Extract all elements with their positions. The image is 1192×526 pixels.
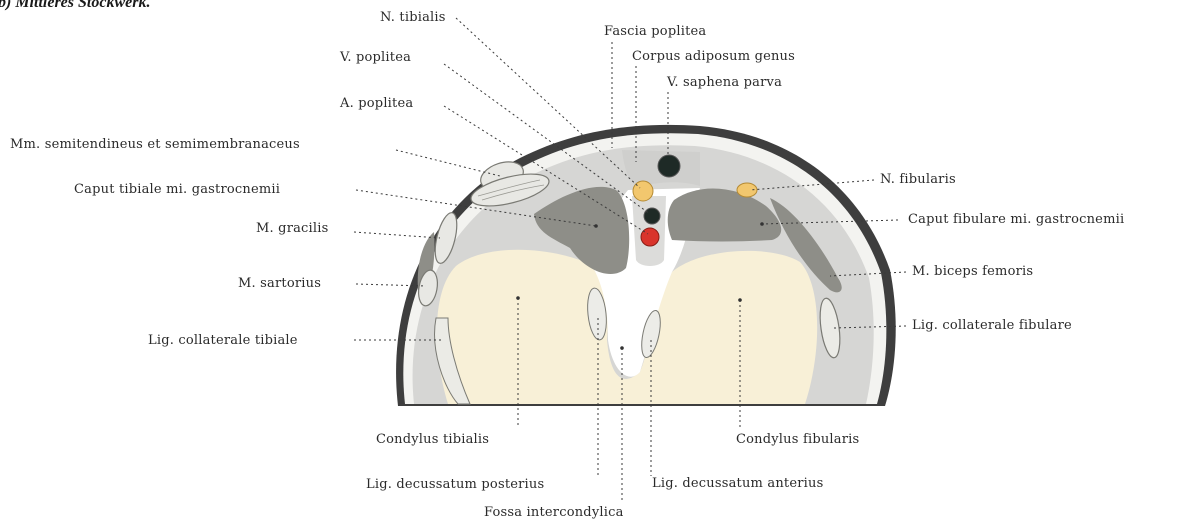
caput-fibulare-dot xyxy=(760,222,764,226)
label-lig-coll-tibiale: Lig. collaterale tibiale xyxy=(148,333,298,349)
label-n-fibularis: N. fibularis xyxy=(880,172,956,188)
label-caput-tibiale: Caput tibiale mi. gastrocnemii xyxy=(74,182,280,198)
label-lig-dec-posterius: Lig. decussatum posterius xyxy=(366,477,544,493)
label-m-gracilis: M. gracilis xyxy=(256,221,329,237)
label-caput-fibulare: Caput fibulare mi. gastrocnemii xyxy=(908,212,1124,228)
label-corpus-adiposum: Corpus adiposum genus xyxy=(632,49,795,65)
label-v-saphena-parva: V. saphena parva xyxy=(667,75,782,91)
label-fascia-poplitea: Fascia poplitea xyxy=(604,24,706,40)
condylus-tibialis-dot xyxy=(516,296,520,300)
label-mm-semitendineus: Mm. semitendineus et semimembranaceus xyxy=(10,137,300,153)
label-condylus-fibularis: Condylus fibularis xyxy=(736,432,859,448)
condylus-fibularis-dot xyxy=(738,298,742,302)
label-condylus-tibialis: Condylus tibialis xyxy=(376,432,489,448)
a-poplitea-vessel xyxy=(641,228,659,246)
section-heading: b) Mittleres Stockwerk. xyxy=(0,0,150,12)
v-saphena-parva-vessel xyxy=(658,155,680,177)
label-fossa-intercondylica: Fossa intercondylica xyxy=(484,505,624,521)
n-tibialis-nerve xyxy=(633,181,653,201)
label-m-sartorius: M. sartorius xyxy=(238,276,321,292)
label-lig-coll-fibulare: Lig. collaterale fibulare xyxy=(912,318,1072,334)
v-poplitea-vessel xyxy=(644,208,660,224)
label-v-poplitea: V. poplitea xyxy=(340,50,411,66)
leader-m-gracilis xyxy=(354,232,440,238)
label-lig-dec-anterius: Lig. decussatum anterius xyxy=(652,476,823,492)
label-a-poplitea: A. poplitea xyxy=(340,96,413,112)
fossa-dot xyxy=(620,346,624,350)
label-n-tibialis: N. tibialis xyxy=(380,10,446,26)
leader-mm-semitendineus xyxy=(396,150,500,176)
caput-tibiale-dot xyxy=(594,224,598,228)
label-m-biceps: M. biceps femoris xyxy=(912,264,1033,280)
